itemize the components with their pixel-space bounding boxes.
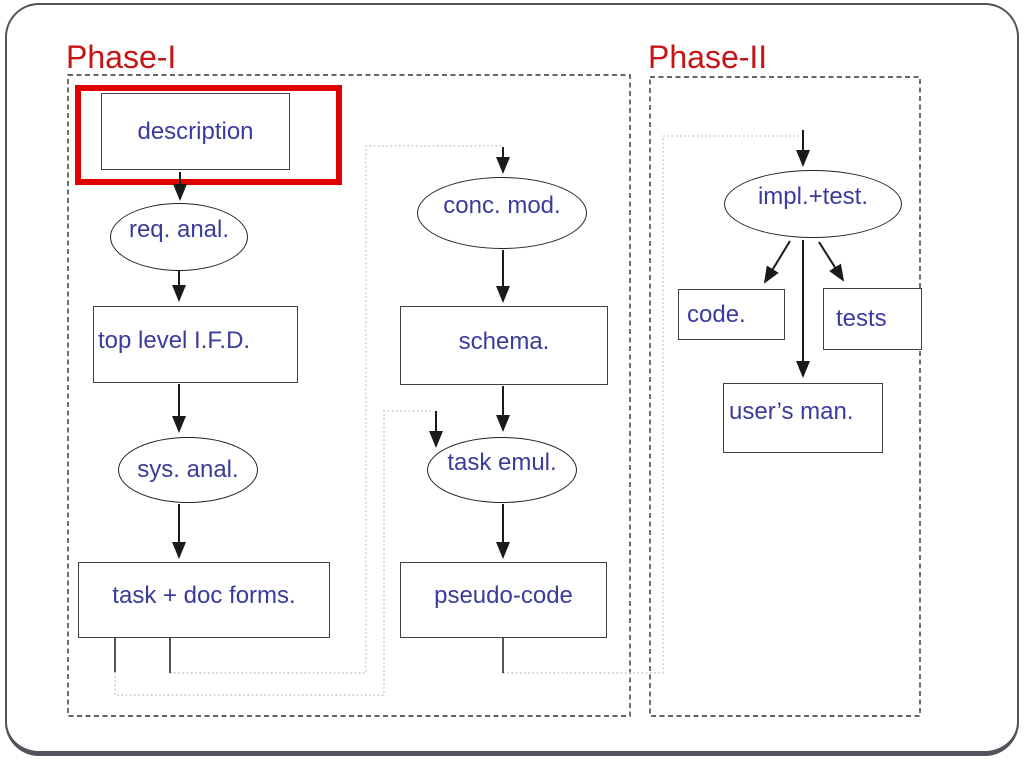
arrow-impltest-to-tests: [818, 241, 845, 282]
phase1-title: Phase-I: [66, 39, 177, 75]
node-impl-test[interactable]: impl.+test.: [724, 170, 902, 238]
node-impl-test-label: impl.+test.: [757, 183, 869, 210]
node-task-doc-forms-label: task + doc forms.: [112, 582, 296, 609]
node-description[interactable]: description: [101, 93, 290, 170]
node-req-anal-label: req. anal.: [128, 216, 230, 243]
node-task-doc-forms[interactable]: task + doc forms.: [78, 562, 330, 638]
connector-taskdocforms-to-concmod: [170, 145, 501, 674]
node-users-man[interactable]: user’s man.: [723, 383, 883, 453]
node-code-label: code.: [687, 300, 746, 328]
node-users-man-label: user’s man.: [729, 398, 854, 425]
node-top-level-ifd-label: top level I.F.D.: [98, 326, 251, 354]
node-sys-anal[interactable]: sys. anal.: [118, 437, 258, 503]
node-sys-anal-label: sys. anal.: [137, 456, 239, 483]
node-schema[interactable]: schema.: [400, 306, 608, 385]
connector-pseudocode-to-impltest: [503, 135, 799, 674]
node-code[interactable]: code.: [678, 289, 785, 340]
node-description-label: description: [137, 117, 254, 145]
node-pseudo-code-label: pseudo-code: [434, 582, 573, 609]
node-schema-label: schema.: [458, 327, 550, 355]
node-task-emul[interactable]: task emul.: [427, 437, 577, 503]
phase1-dashed-boundary: [67, 74, 631, 717]
node-conc-mod-label: conc. mod.: [443, 192, 561, 219]
node-task-emul-label: task emul.: [447, 449, 557, 476]
node-conc-mod[interactable]: conc. mod.: [417, 177, 587, 249]
phase2-dashed-boundary: [649, 76, 921, 717]
node-req-anal[interactable]: req. anal.: [110, 203, 248, 271]
phase2-title: Phase-II: [648, 39, 768, 75]
node-pseudo-code[interactable]: pseudo-code: [400, 562, 607, 638]
node-top-level-ifd[interactable]: top level I.F.D.: [93, 306, 298, 383]
arrow-impltest-to-code: [763, 240, 791, 284]
node-tests-label: tests: [836, 305, 887, 332]
node-tests[interactable]: tests: [823, 288, 922, 350]
selection-highlight-box[interactable]: [75, 85, 342, 185]
